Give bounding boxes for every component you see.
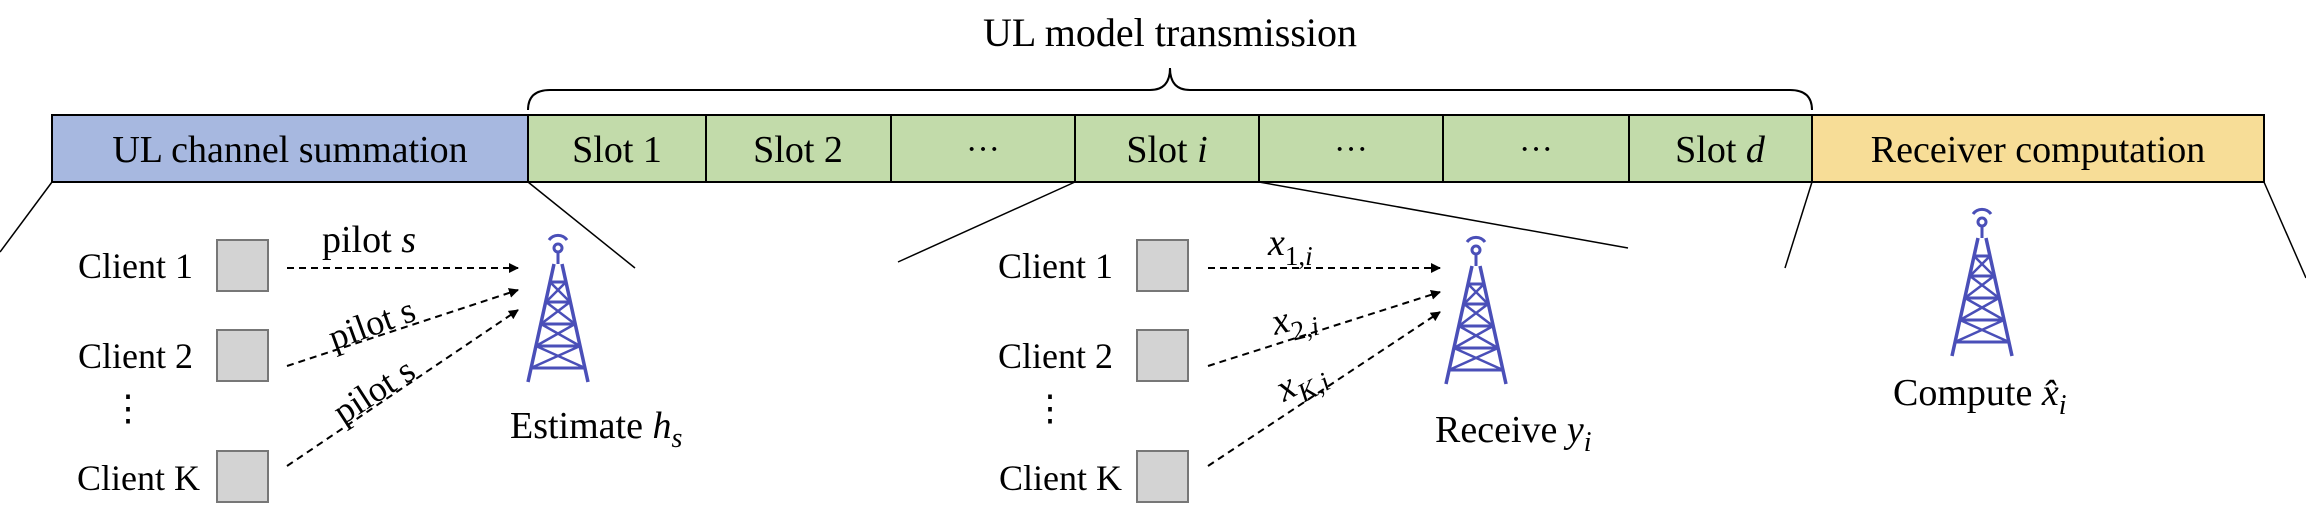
zoom-line: [0, 181, 53, 253]
segment-label: Slot d: [1675, 129, 1766, 171]
signal-label: x2,i: [1266, 292, 1322, 351]
panel-compute: Compute x̂i: [1893, 207, 2066, 421]
segment-ellipsis-3: [1442, 114, 1630, 183]
client-device-box: [1136, 239, 1189, 292]
segment-slot-d: [1628, 114, 1813, 183]
antenna-tower-icon: [526, 233, 590, 384]
pilot-label: pilot s: [326, 350, 422, 432]
antenna-tower-icon: [1444, 235, 1508, 386]
signal-arrow: [286, 309, 519, 467]
segment-label: ···: [1519, 131, 1553, 168]
segment-label: Slot i: [1126, 129, 1207, 171]
pilot-label: pilot s: [323, 289, 420, 357]
caption: Receive yi: [1435, 409, 1592, 458]
segment-label: UL channel summation: [112, 129, 467, 171]
client-device-box: [1136, 450, 1189, 503]
signal-label: x1,i: [1267, 222, 1313, 271]
zoom-line: [2263, 181, 2306, 279]
zoom-line: [1784, 181, 1813, 269]
vertical-ellipsis: ⋮: [110, 388, 146, 428]
pilot-label: pilot s: [322, 219, 416, 261]
segment-label: Slot 1: [572, 129, 662, 171]
segment-slot-i: [1074, 114, 1260, 183]
caption: Estimate hs: [510, 405, 682, 454]
segment-slot-1: [527, 114, 707, 183]
signal-arrow: [1207, 311, 1441, 467]
signal-arrow: [1207, 289, 1441, 367]
zoom-line: [1258, 181, 1629, 249]
signal-label: xK,i: [1268, 350, 1335, 417]
client-label: Client 2: [78, 336, 193, 376]
client-label: Client 1: [78, 246, 193, 286]
client-device-box: [216, 329, 269, 382]
segment-label: Slot 2: [753, 129, 843, 171]
timeline-brace: [527, 67, 1813, 111]
segment-slot-2: [705, 114, 892, 183]
client-device-box: [216, 239, 269, 292]
signal-arrow: [286, 288, 519, 367]
header-title: UL model transmission: [983, 10, 1357, 55]
timeline: UL channel summation Slot 1 Slot 2 ··· S…: [51, 114, 2265, 183]
client-label: Client K: [999, 458, 1122, 498]
segment-ul-channel-summation: [51, 114, 529, 183]
client-label: Client 1: [998, 246, 1113, 286]
vertical-ellipsis: ⋮: [1032, 388, 1068, 428]
segment-label: ···: [966, 131, 1000, 168]
client-label: Client K: [77, 458, 200, 498]
segment-receiver-computation: [1811, 114, 2265, 183]
client-device-box: [216, 450, 269, 503]
panel-slot-i: Client 1 Client 2 ⋮ Client K x1,i x2,i x…: [998, 222, 1592, 503]
caption: Compute x̂i: [1893, 372, 2066, 421]
client-label: Client 2: [998, 336, 1113, 376]
zoom-line: [897, 181, 1076, 263]
segment-label: ···: [1334, 131, 1368, 168]
antenna-tower-icon: [1950, 207, 2014, 358]
client-device-box: [1136, 329, 1189, 382]
segment-label: Receiver computation: [1871, 129, 2206, 171]
panel-estimation: Client 1 Client 2 ⋮ Client K pilot s pil…: [77, 219, 682, 503]
segment-ellipsis-2: [1258, 114, 1444, 183]
zoom-line: [527, 181, 636, 269]
